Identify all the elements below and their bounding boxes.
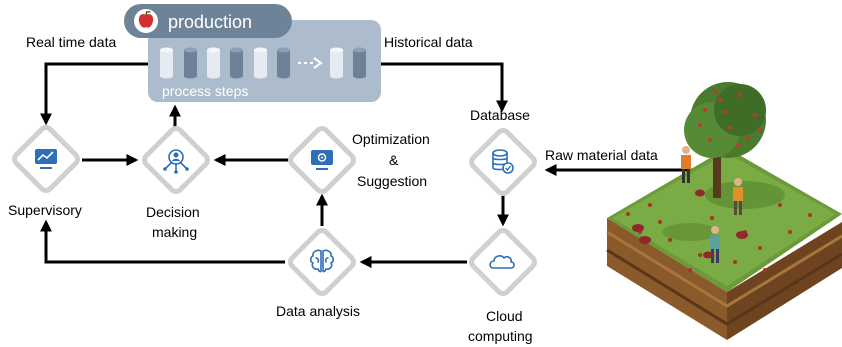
edge-realtime-data [40,62,148,126]
cylinder-icon [254,47,267,79]
worker-figure [733,178,743,215]
production-title-pill [124,4,292,38]
cylinder-icon [160,47,173,79]
soil-stratum [606,248,842,326]
cylinder-icon [330,47,343,79]
database-check-icon [492,149,514,174]
node-cloud-computing: Cloud computing [468,228,537,344]
node-supervisory: Supervisory [8,125,82,218]
data-analysis-label: Data analysis [276,303,360,319]
cylinder-icon [184,47,197,79]
database-label: Database [470,107,530,123]
node-optimization: Optimization & Suggestion [288,126,430,194]
soil-left-side [607,218,727,340]
supervisory-label: Supervisory [8,202,82,218]
edge-analysis-to-supervisory [40,219,285,264]
node-data-analysis: Data analysis [276,228,360,319]
node-database: Database [469,107,537,196]
worker-figure [681,146,691,183]
soil-right-side [727,222,842,340]
basket-icon [632,224,644,232]
label-historical-data: Historical data [384,34,473,50]
fallen-apples [626,203,812,272]
label-realtime-data: Real time data [26,34,116,50]
person-network-icon [163,149,189,174]
tree-shadow [705,181,785,209]
node-decision-making: Decision making [142,126,210,240]
cylinder-icon [207,47,220,79]
optimization-label-line1: Optimization [352,131,430,147]
decision-label-line1: Decision [146,204,200,220]
apple-icon [138,10,154,28]
cloud-icon [489,255,515,269]
monitor-chart-icon [35,149,57,169]
basket-icon [695,189,705,197]
cloud-label-line1: Cloud [486,308,523,324]
dashed-arrow-icon [298,57,323,69]
monitor-gear-icon [311,150,333,170]
cylinder-icon [277,47,290,79]
production-title: production [168,12,252,32]
brain-icon [309,249,335,273]
cloud-label-line2: computing [468,328,533,344]
optimization-label-line2: & [389,152,399,168]
apple-tree [684,82,766,198]
edge-historical-data [381,62,508,113]
optimization-label-line3: Suggestion [357,173,427,189]
cylinder-icon [353,47,366,79]
tree-shadow [662,223,718,241]
label-raw-material-data: Raw material data [545,147,658,163]
process-steps-label: process steps [162,83,248,99]
process-steps-cylinders [160,47,366,79]
basket-icon [736,231,748,239]
worker-figure [703,226,720,263]
cylinder-icon [230,47,243,79]
grass-top-inner [612,153,836,286]
orchard-illustration [606,82,842,340]
decision-label-line2: making [152,224,197,240]
soil-stratum [606,230,842,308]
production-panel: process steps production [124,4,381,102]
basket-icon [639,236,651,244]
